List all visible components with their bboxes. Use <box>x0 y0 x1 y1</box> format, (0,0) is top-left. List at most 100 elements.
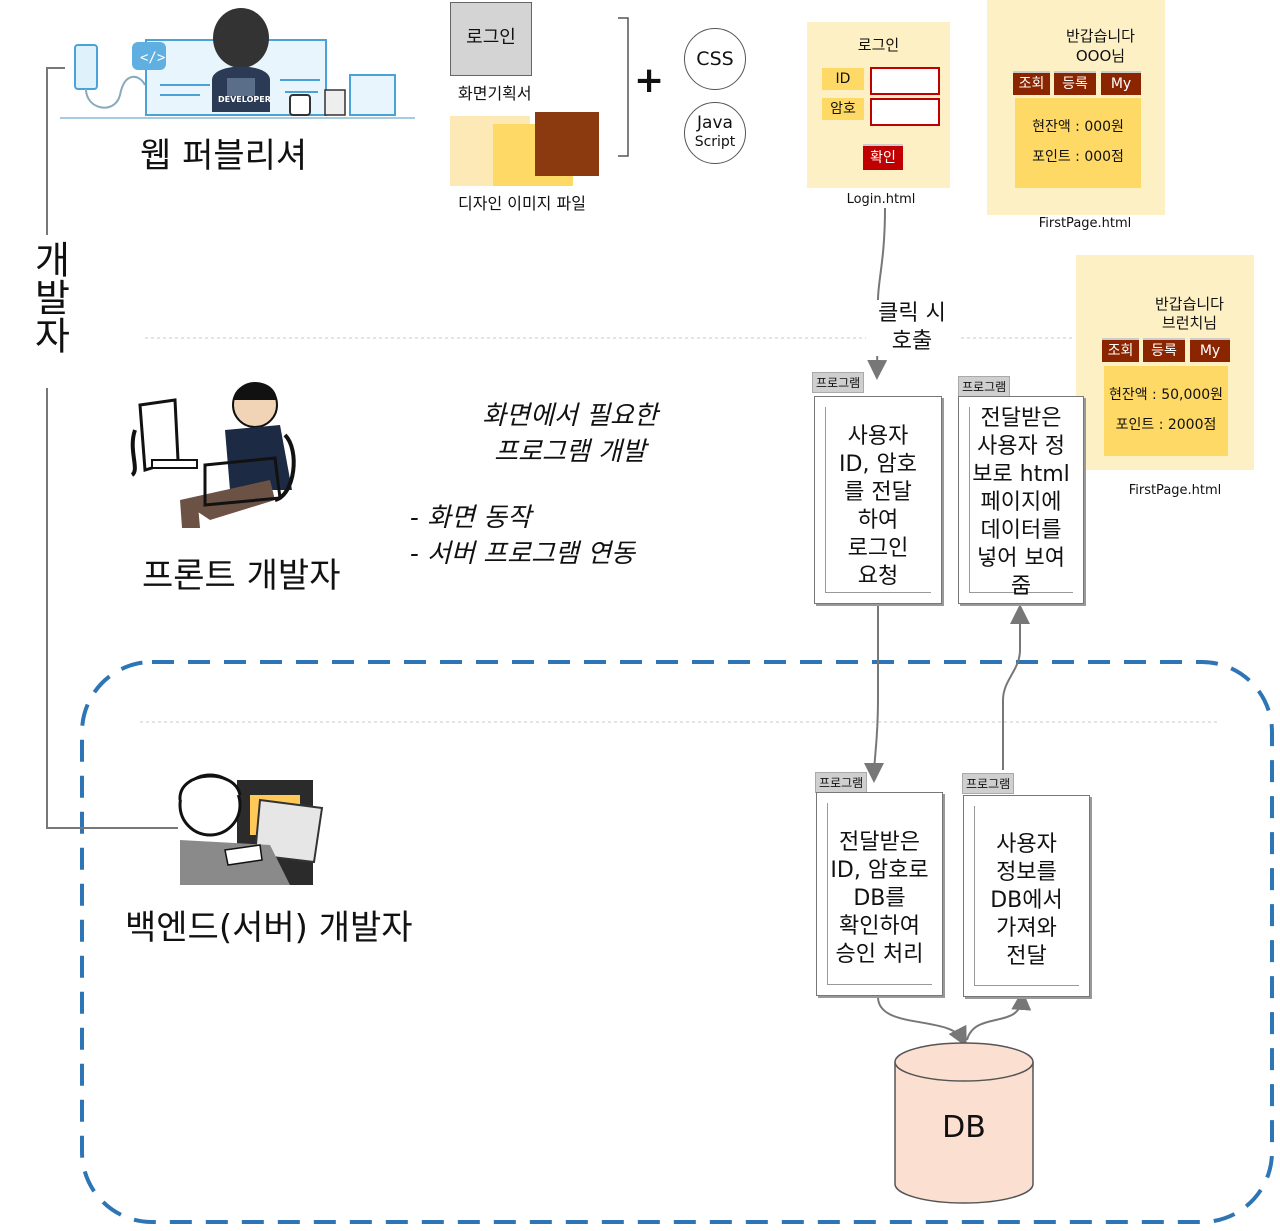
front-login-line: 를 전달 <box>844 480 912 505</box>
first-page-1-greeting1: 반갑습니다 <box>1065 27 1135 45</box>
program-label-back-auth: 프로그램 <box>815 772 868 793</box>
first-page-1-info-box: 현잔액 : 000원 포인트 : 000점 <box>1015 98 1141 188</box>
backend-developer-title: 백엔드(서버) 개발자 <box>125 908 413 948</box>
back-fetch-line: 가져와 <box>996 916 1057 941</box>
first-page-1-filename: FirstPage.html <box>1038 216 1132 231</box>
back-auth-line: 확인하여 <box>839 914 920 939</box>
first-page-2-greeting2: 브런치님 <box>1161 314 1218 332</box>
back-fetch-line: 사용자 <box>996 832 1057 857</box>
back-fetch-text: 사용자 정보를 DB에서 가져와 전달 <box>964 831 1089 971</box>
arrow-fetch-to-display <box>1002 604 1030 770</box>
plus-sign: + <box>634 60 665 101</box>
login-pw-label: 암호 <box>822 98 864 120</box>
front-display-line: 전달받은 <box>980 406 1062 431</box>
front-developer-illustration <box>130 382 296 528</box>
developer-side-label: 개발자 <box>26 240 71 364</box>
first-page-mock-1: 반갑습니다 OOO님 조회 등록 My 현잔액 : 000원 포인트 : 000… <box>987 0 1165 215</box>
login-confirm-button[interactable]: 확인 <box>863 144 903 170</box>
front-notes-line1: 화면에서 필요한 <box>482 401 658 431</box>
login-id-label: ID <box>822 68 864 90</box>
back-auth-line: ID, 암호로 <box>830 858 929 883</box>
web-publisher-title: 웹 퍼블리셔 <box>140 136 308 176</box>
front-login-line: 로그인 <box>847 536 909 561</box>
click-call-line1: 클릭 시 <box>878 301 946 326</box>
plan-doc-label: 화면기획서 <box>458 84 532 103</box>
front-display-line: 데이터를 <box>980 518 1062 543</box>
program-doc-back-fetch: 사용자 정보를 DB에서 가져와 전달 <box>963 795 1090 997</box>
first-page-2-filename: FirstPage.html <box>1128 483 1222 498</box>
front-display-line: 사용자 정 <box>977 434 1065 459</box>
first-page-2-tab-my[interactable]: My <box>1190 338 1230 362</box>
login-pw-input[interactable] <box>870 98 940 126</box>
first-page-2-info-box: 현잔액 : 50,000원 포인트 : 2000점 <box>1104 366 1228 456</box>
design-files-label: 디자인 이미지 파일 <box>458 194 586 213</box>
js-label-line2: Script <box>694 134 736 150</box>
login-id-input[interactable] <box>870 67 940 95</box>
first-page-1-tab-inquiry[interactable]: 조회 <box>1013 71 1050 95</box>
db-cylinder <box>894 1042 1034 1204</box>
front-display-line: 보로 html <box>972 462 1070 487</box>
program-doc-back-auth: 전달받은 ID, 암호로 DB를 확인하여 승인 처리 <box>816 792 943 996</box>
first-page-mock-2: 반갑습니다 브런치님 조회 등록 My 현잔액 : 50,000원 포인트 : … <box>1076 255 1254 470</box>
front-login-line: 사용자 <box>847 424 909 449</box>
front-notes-bullet1: - 화면 동작 <box>410 503 531 533</box>
svg-text:</>: </> <box>140 50 165 66</box>
db-label: DB <box>942 1110 986 1145</box>
first-page-2-balance: 현잔액 : 50,000원 <box>1108 387 1224 403</box>
program-label-front-display: 프로그램 <box>958 376 1011 397</box>
css-circle: CSS <box>684 28 746 90</box>
developer-bracket-lower <box>46 388 178 829</box>
back-auth-text: 전달받은 ID, 암호로 DB를 확인하여 승인 처리 <box>817 829 942 969</box>
program-label-front-login: 프로그램 <box>812 372 865 393</box>
developer-bracket <box>46 67 65 235</box>
front-notes-line2: 프로그램 개발 <box>494 437 646 467</box>
js-label-line1: Java <box>697 113 733 133</box>
click-call-label: 클릭 시 호출 <box>866 300 958 356</box>
first-page-1-balance: 현잔액 : 000원 <box>1032 119 1124 135</box>
first-page-2-points: 포인트 : 2000점 <box>1115 417 1217 433</box>
js-circle: Java Script <box>684 102 746 164</box>
css-label: CSS <box>696 48 734 70</box>
front-notes-bullet2: - 서버 프로그램 연동 <box>410 539 635 569</box>
login-page-title: 로그인 <box>857 36 900 54</box>
front-login-line: 요청 <box>857 564 899 589</box>
login-wireframe-label: 로그인 <box>466 27 516 48</box>
program-doc-front-display: 전달받은 사용자 정 보로 html 페이지에 데이터를 넣어 보여 줌 <box>958 396 1084 604</box>
front-display-line: 넣어 보여 <box>977 546 1065 571</box>
first-page-2-greeting1: 반갑습니다 <box>1154 295 1224 313</box>
design-swatch-brown <box>535 112 599 176</box>
front-display-text: 전달받은 사용자 정 보로 html 페이지에 데이터를 넣어 보여 줌 <box>959 405 1083 601</box>
developer-side-label-text: 개발자 <box>27 240 71 354</box>
arrow-auth-to-db <box>877 997 967 1048</box>
back-auth-line: DB를 <box>853 886 906 911</box>
backend-developer-illustration <box>178 773 324 885</box>
arrow-login-to-program <box>867 207 888 380</box>
first-page-1-tab-register[interactable]: 등록 <box>1054 71 1096 95</box>
first-page-1-greeting2: OOO님 <box>1075 47 1126 65</box>
front-login-text: 사용자 ID, 암호 를 전달 하여 로그인 요청 <box>815 423 941 591</box>
front-developer-title: 프론트 개발자 <box>142 556 341 596</box>
backend-region <box>80 660 1274 1224</box>
login-filename: Login.html <box>846 192 916 207</box>
first-page-2-tab-register[interactable]: 등록 <box>1143 338 1185 362</box>
back-fetch-line: DB에서 <box>990 888 1063 913</box>
back-fetch-line: 정보를 <box>996 860 1057 885</box>
login-page-mock: 로그인 ID 암호 확인 <box>807 22 950 188</box>
front-display-line: 페이지에 <box>980 490 1062 515</box>
back-auth-line: 승인 처리 <box>835 942 924 967</box>
back-fetch-line: 전달 <box>1006 944 1047 969</box>
first-page-1-points: 포인트 : 000점 <box>1032 149 1124 165</box>
developer-badge: DEVELOPER <box>218 95 271 104</box>
front-display-line: 줌 <box>1010 574 1032 599</box>
front-notes: 화면에서 필요한 프로그램 개발 - 화면 동작 - 서버 프로그램 연동 <box>410 398 740 572</box>
arrow-front-to-auth <box>864 605 885 783</box>
web-publisher-illustration: </> <box>60 8 415 119</box>
back-auth-line: 전달받은 <box>839 830 920 855</box>
login-wireframe-box: 로그인 <box>450 2 532 76</box>
arrow-db-to-fetch <box>966 990 1032 1041</box>
front-login-line: 하여 <box>857 508 899 533</box>
program-label-back-fetch: 프로그램 <box>962 773 1015 794</box>
click-call-line2: 호출 <box>891 329 933 354</box>
first-page-2-tab-inquiry[interactable]: 조회 <box>1102 338 1139 362</box>
first-page-1-tab-my[interactable]: My <box>1101 71 1141 95</box>
